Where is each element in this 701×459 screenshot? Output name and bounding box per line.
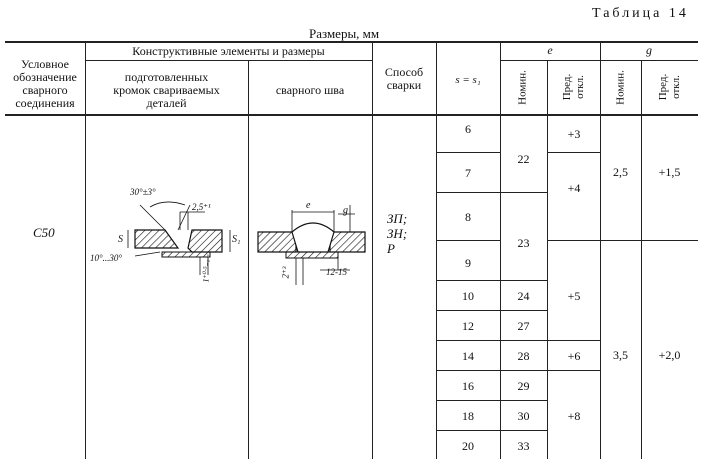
label-tolerance: 1⁺⁰·⁵₋₀.₂ xyxy=(201,254,211,283)
list-item: 20 xyxy=(462,439,474,453)
label-angle-top: 30°±3° xyxy=(130,187,156,197)
list-item: 33 xyxy=(517,439,530,453)
list-item: 27 xyxy=(517,319,530,333)
label-s1-right: S₁ xyxy=(232,234,241,245)
list-item: 6 xyxy=(465,122,471,136)
list-item: +2,0 xyxy=(658,348,681,362)
label-gap-seam: 2⁺³ xyxy=(280,266,291,279)
list-item: 2,5 xyxy=(613,165,628,179)
list-item: +4 xyxy=(567,181,581,195)
header-g: g xyxy=(646,43,652,57)
label-bottom-seam: 12-15 xyxy=(326,267,347,277)
list-item: 14 xyxy=(462,349,474,363)
list-item: 10 xyxy=(462,289,474,303)
list-item: 12 xyxy=(462,319,474,333)
list-item: 29 xyxy=(517,379,530,393)
label-angle-bottom: 10°...30° xyxy=(90,253,122,263)
list-item: 28 xyxy=(517,349,530,363)
list-item: 9 xyxy=(465,256,471,270)
header-weld-seam: сварного шва xyxy=(275,83,345,97)
list-item: 30 xyxy=(517,409,530,423)
sizes-title: Размеры, мм xyxy=(309,26,380,41)
list-item: +5 xyxy=(567,289,581,303)
list-item: 7 xyxy=(465,166,471,180)
list-item: +3 xyxy=(567,127,581,141)
list-item: 16 xyxy=(462,379,474,393)
list-item: 23 xyxy=(517,236,530,250)
designation-value: С50 xyxy=(33,225,55,240)
list-item: 3,5 xyxy=(613,348,628,362)
label-e: e xyxy=(306,200,311,211)
list-item: +1,5 xyxy=(658,165,681,179)
list-item: 18 xyxy=(462,409,474,423)
label-g: g xyxy=(343,205,348,216)
header-e: e xyxy=(547,43,553,57)
header-s: s = s₁ xyxy=(455,74,481,86)
list-item: 24 xyxy=(517,289,530,303)
list-item: +6 xyxy=(567,349,581,363)
list-item: 22 xyxy=(517,152,530,166)
label-s-left: S xyxy=(118,234,123,245)
header-elements: Конструктивные элементы и размеры xyxy=(132,44,325,58)
list-item: 8 xyxy=(465,210,471,224)
label-gap-right: 2,5⁺¹ xyxy=(192,202,211,212)
table-title: Таблица 14 xyxy=(592,6,689,21)
list-item: +8 xyxy=(567,409,581,423)
